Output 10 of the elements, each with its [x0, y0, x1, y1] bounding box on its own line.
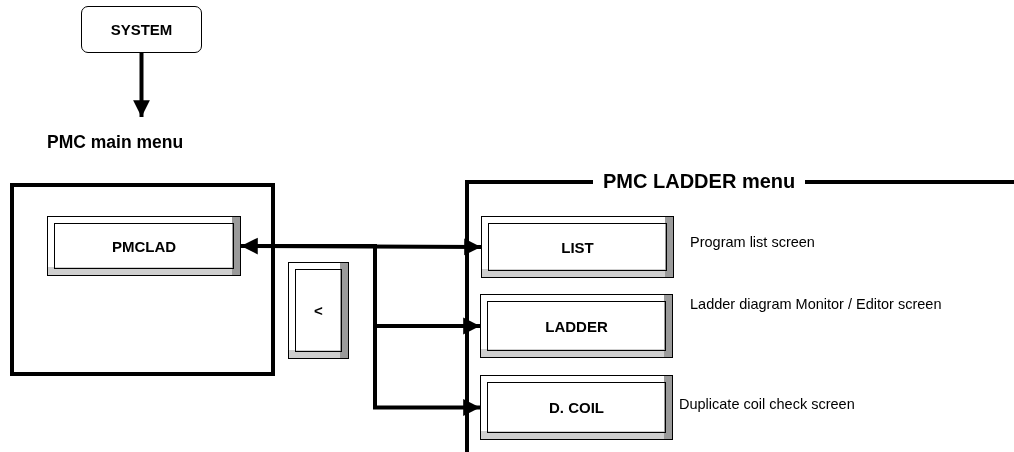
- screen-description: Program list screen: [690, 235, 816, 250]
- softkey-button: LIST: [481, 216, 674, 278]
- softkey-button: D. COIL: [480, 375, 673, 440]
- softkey-button: LADDER: [480, 294, 673, 358]
- screen-description: Duplicate coil check screen: [679, 397, 856, 412]
- softkey-button: <: [288, 262, 349, 359]
- arrow: [133, 53, 150, 117]
- softkey-button: PMCLAD: [47, 216, 241, 276]
- screen-description: Ladder diagram Monitor / Editor screen: [690, 297, 943, 312]
- key-button: SYSTEM: [81, 6, 202, 53]
